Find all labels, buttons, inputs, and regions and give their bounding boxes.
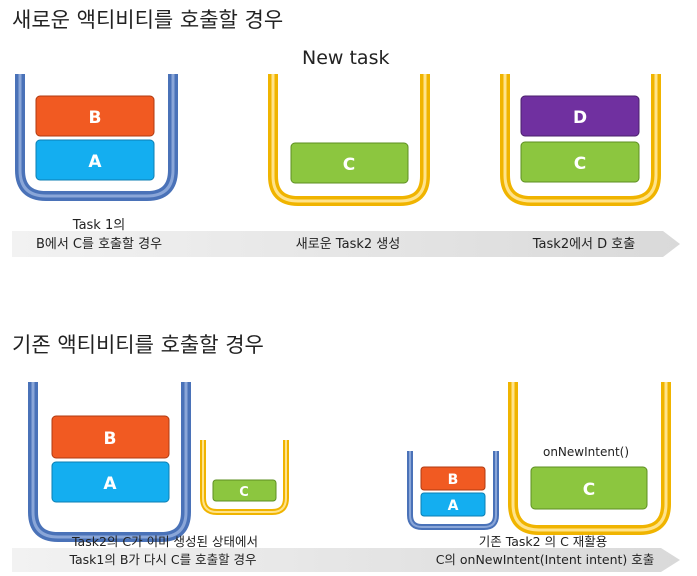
caption-left-line2: Task1의 B가 다시 C를 호출할 경우: [68, 552, 256, 567]
task2-stack-top: C: [268, 74, 430, 206]
activity-box-c-after-label: C: [574, 154, 586, 174]
task2-after-stack-top: D C: [500, 74, 661, 206]
caption-step3: Task2에서 D 호출: [532, 237, 635, 252]
caption-right-line1: 기존 Task2 의 C 재활용: [479, 534, 608, 549]
activity-box-c-bottom: [212, 479, 277, 502]
activity-box-c-bottom-label: C: [239, 485, 249, 500]
heading-new-activity: 새로운 액티비티를 호출할 경우: [12, 8, 283, 32]
activity-box-c-large-label: C: [583, 480, 595, 500]
activity-box-d: [520, 95, 640, 137]
activity-box-b-bottom: [51, 415, 170, 459]
activity-box-a-small: [420, 492, 486, 517]
activity-box-a: [35, 139, 155, 181]
activity-box-a-label: A: [88, 152, 102, 172]
activity-box-b: [35, 95, 155, 137]
heading-new-task: New task: [302, 47, 389, 69]
activity-box-d-label: D: [573, 108, 587, 128]
heading-existing-activity: 기존 액티비티를 호출할 경우: [12, 333, 264, 357]
task2-stack-bottom: C: [200, 440, 289, 515]
caption-left-line1: Task2의 C가 이미 생성된 상태에서: [71, 534, 258, 549]
activity-box-c-large: [530, 466, 648, 510]
activity-box-a-bottom: [51, 461, 170, 503]
caption-step1-line2: B에서 C를 호출할 경우: [36, 237, 162, 252]
activity-box-a-small-label: A: [448, 498, 459, 514]
task1-stack-bottom: B A: [28, 382, 191, 542]
activity-box-a-bottom-label: A: [103, 474, 117, 494]
caption-step2: 새로운 Task2 생성: [296, 237, 400, 252]
on-new-intent-label: onNewIntent(): [543, 445, 629, 459]
activity-box-b-label: B: [89, 108, 102, 128]
timeline-arrow-bottom: [12, 548, 680, 572]
activity-box-c-after: [520, 141, 640, 183]
task1-stack-top: B A: [15, 74, 178, 201]
task2-large-stack-bottom: onNewIntent() C: [508, 382, 671, 535]
activity-box-b-small: [420, 466, 486, 491]
activity-box-c-label: C: [343, 155, 355, 175]
activity-box-b-small-label: B: [448, 472, 459, 488]
activity-box-c: [290, 142, 409, 184]
task1-small-stack-bottom: B A: [407, 451, 499, 530]
activity-box-b-bottom-label: B: [104, 429, 117, 449]
timeline-arrow-top: [12, 231, 680, 257]
caption-right-line2: C의 onNewIntent(Intent intent) 호출: [436, 552, 655, 567]
caption-step1-line1: Task 1의: [72, 218, 125, 233]
